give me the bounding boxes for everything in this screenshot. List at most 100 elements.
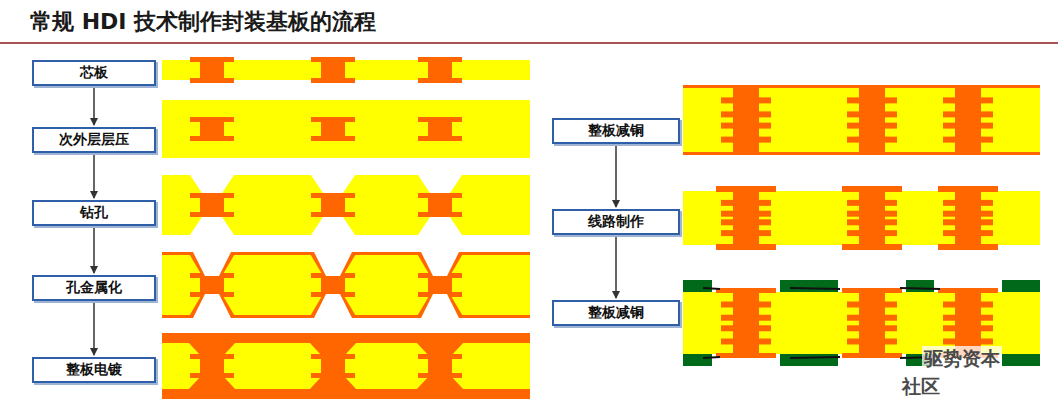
laser-hole [311,175,355,193]
core-pad [190,212,234,217]
core-pad [190,193,234,198]
stacked-via [955,85,981,155]
step-label: 芯板 [80,64,108,82]
diagram-title: 常规 HDI 技术制作封装基板的流程 [30,7,376,37]
mask-edge [703,357,720,358]
pad [842,288,902,293]
core-pad [311,117,355,122]
stacked-via [733,191,759,245]
via-stub [943,97,993,103]
via-stub [721,325,771,331]
via-stub [721,137,771,143]
core-pad [311,57,355,62]
via-stub [943,315,993,321]
via-stub [721,302,771,308]
via-stub [943,123,993,129]
via-stub [943,230,993,236]
via-stub [721,230,771,236]
via-stub [847,325,897,331]
mask-opening [934,280,1002,292]
via-stub [847,302,897,308]
core-pad [190,136,234,141]
via-stub [847,338,897,344]
via-stub [943,111,993,117]
filled-via [416,376,464,390]
flow-arrow [615,237,617,298]
stacked-via [859,191,885,245]
core-pad [190,57,234,62]
mask-opening [712,354,780,366]
filled-via [309,376,357,390]
step-box: 钻孔 [32,200,156,226]
laser-hole [193,294,231,318]
step-box: 整板减铜 [552,118,680,144]
laminated-board [162,252,530,318]
laser-hole [418,175,462,193]
via-stub [847,111,897,117]
watermark: 驱势资本 [922,346,1002,372]
step-label: 线路制作 [588,213,644,231]
via-stub [847,315,897,321]
step-label: 整板电镀 [66,361,122,379]
step-box: 孔金属化 [32,275,156,301]
board-reduced [683,85,1040,155]
core-pad [311,78,355,83]
via-stub [721,200,771,206]
core-pad [311,193,355,198]
step-box: 线路制作 [552,209,680,235]
via-stub [721,123,771,129]
via-stub [721,338,771,344]
laminated-board [162,175,530,235]
mask-opening [712,280,780,292]
plated-copper [162,333,530,343]
title-rule [0,42,1058,44]
via-stub [847,230,897,236]
stacked-via [733,290,759,356]
circuit-pad [716,186,776,192]
pad [716,353,776,358]
core-pad [418,193,462,198]
via-stub [721,315,771,321]
plated-copper [162,389,530,399]
stacked-via [859,85,885,155]
core-pad [190,78,234,83]
mask-edge [790,357,840,358]
laser-hole [421,252,459,276]
watermark: 社区 [900,374,942,400]
flow-arrow [93,88,95,125]
laser-hole [190,217,234,235]
flow-arrow [93,155,95,198]
pad [938,288,998,293]
laser-hole [314,294,352,318]
filled-via [309,342,357,356]
mask-edge [790,288,840,289]
mask-opening [838,280,906,292]
solder-mask [683,280,1040,292]
filled-via [416,342,464,356]
laser-hole [193,252,231,276]
step-label: 孔金属化 [66,279,122,297]
core-pad [311,212,355,217]
step-box: 整板电镀 [32,357,156,383]
core-pad [418,212,462,217]
laser-hole [190,175,234,193]
flow-arrow [615,146,617,207]
step-box: 次外层层压 [32,127,156,153]
laminated-board [162,333,530,399]
via-stub [943,211,993,217]
circuit-pad [716,244,776,250]
core-pad [418,136,462,141]
via-stub [943,302,993,308]
core-pad [418,57,462,62]
via-stub [847,211,897,217]
stacked-via [859,290,885,356]
pad [716,288,776,293]
step-label: 整板减铜 [588,304,644,322]
step-box: 整板减铜 [552,300,680,326]
mask-edge [900,288,940,289]
circuit-pad [842,244,902,250]
via-stub [721,211,771,217]
via-stub [721,97,771,103]
